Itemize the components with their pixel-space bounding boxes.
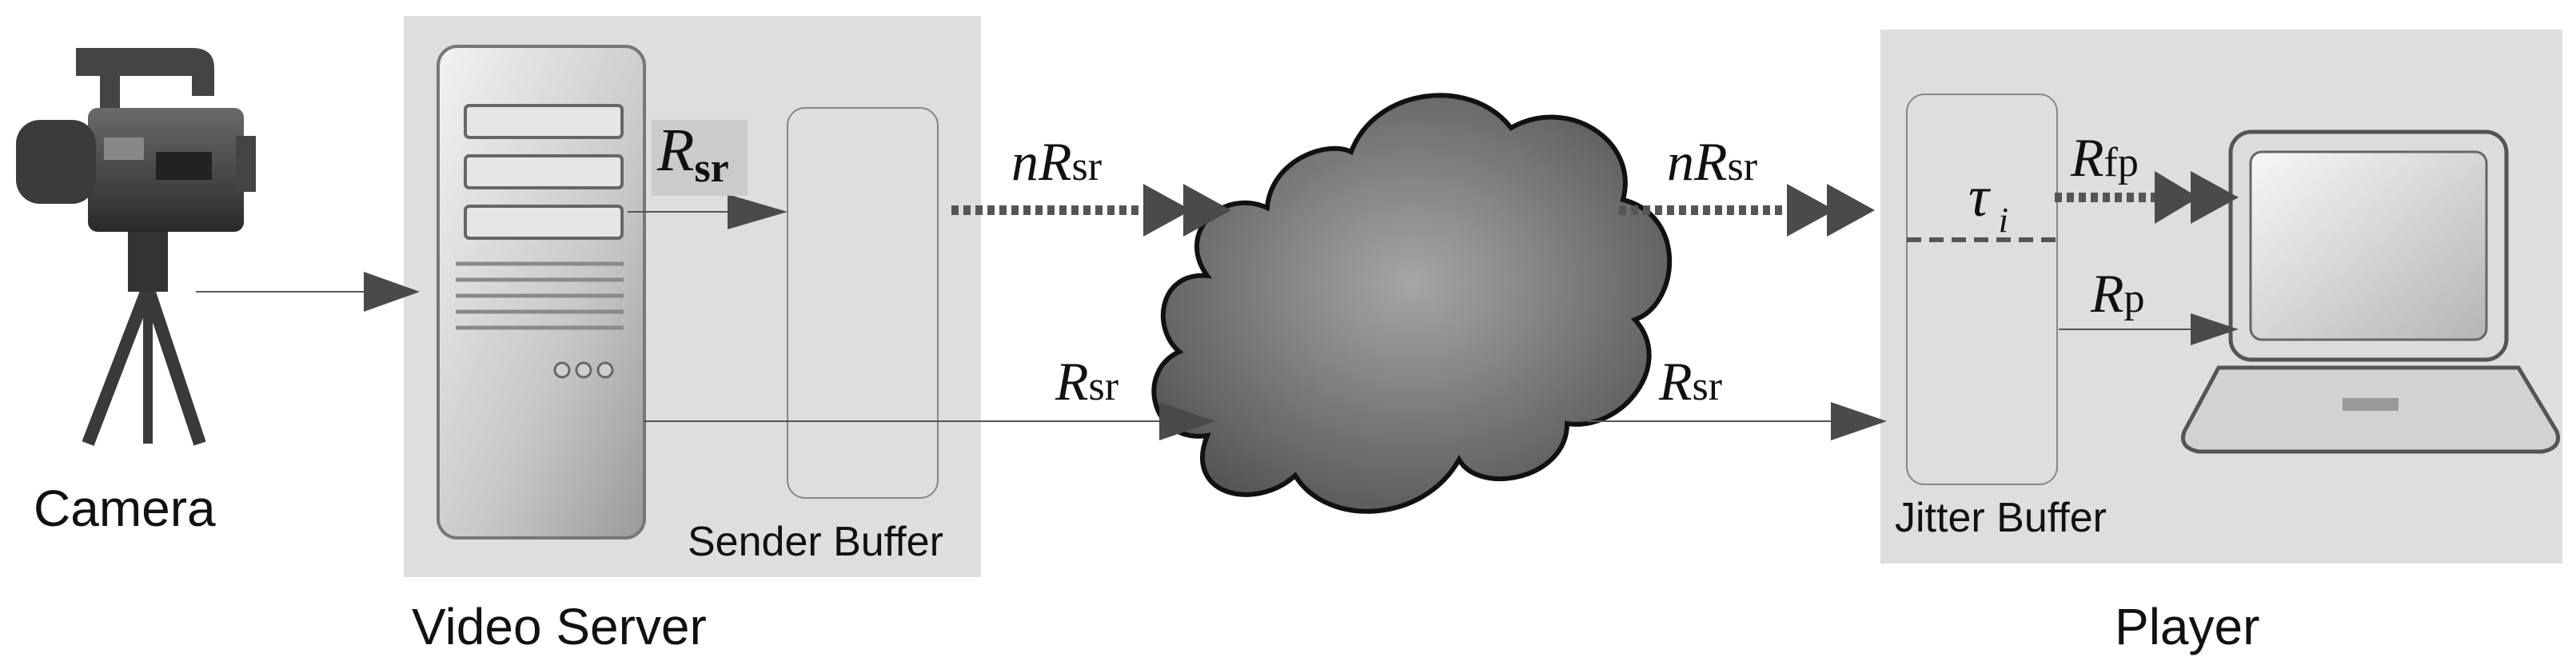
server-tower-icon <box>437 45 646 540</box>
full-rate-label: Rfp <box>2070 127 2139 188</box>
player-label: Player <box>2115 598 2259 655</box>
arrowhead <box>2191 171 2239 224</box>
arrowhead <box>1827 184 1875 237</box>
n-rate-right-label: nRsr <box>1667 131 1757 192</box>
arrowhead <box>1183 184 1231 237</box>
jitter-buffer-box <box>1906 94 2058 485</box>
cloud-icon <box>1151 93 1673 514</box>
n-rate-left-label: nRsr <box>1011 131 1102 192</box>
arrowhead <box>2155 171 2199 224</box>
rate-right-label: Rsr <box>1658 351 1722 412</box>
server-rate-label-background <box>652 120 748 196</box>
arrowhead <box>728 194 788 229</box>
arrowhead <box>1159 402 1215 440</box>
playback-rate-label: Rp <box>2090 263 2145 324</box>
sender-buffer-box <box>787 107 939 499</box>
camera-label: Camera <box>34 480 216 537</box>
rate-left-label: Rsr <box>1055 351 1119 412</box>
server-rate-label: Rsr <box>656 117 729 191</box>
arrowhead <box>2191 313 2239 345</box>
laptop-icon <box>2181 129 2560 454</box>
video-camera-on-tripod-icon <box>16 48 256 446</box>
arrowhead <box>1831 402 1887 440</box>
arrowhead <box>1143 184 1191 237</box>
arrowhead <box>364 272 420 312</box>
jitter-buffer-label: Jitter Buffer <box>1895 495 2107 541</box>
video-server-label: Video Server <box>412 598 707 655</box>
sender-buffer-label: Sender Buffer <box>688 519 943 565</box>
arrowhead <box>1787 184 1835 237</box>
